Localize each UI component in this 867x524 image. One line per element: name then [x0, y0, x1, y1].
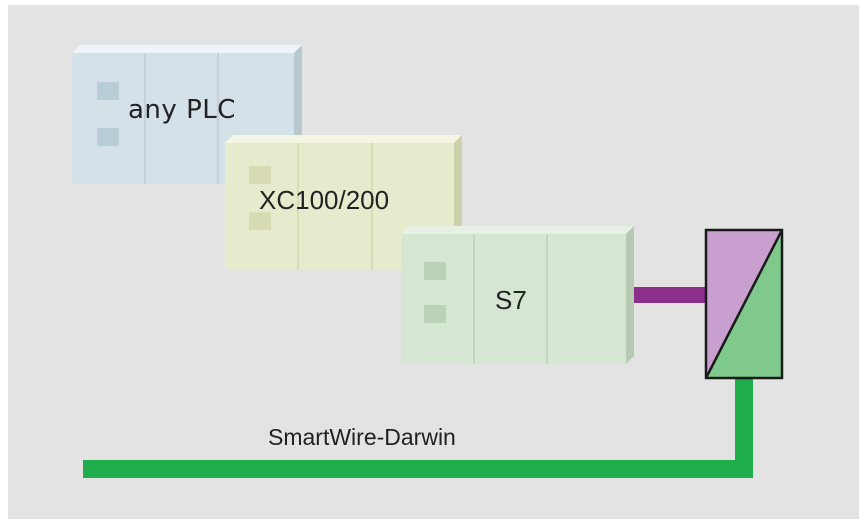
s7-label: S7	[495, 285, 527, 315]
any-plc-label: any PLC	[128, 95, 236, 125]
xc-label: XC100/200	[259, 185, 390, 215]
smartwire-label: SmartWire-Darwin	[268, 424, 456, 450]
plc-module-s7	[401, 226, 634, 364]
link-line	[634, 287, 708, 303]
gateway-converter-icon	[704, 228, 784, 380]
bus-line	[83, 378, 753, 478]
